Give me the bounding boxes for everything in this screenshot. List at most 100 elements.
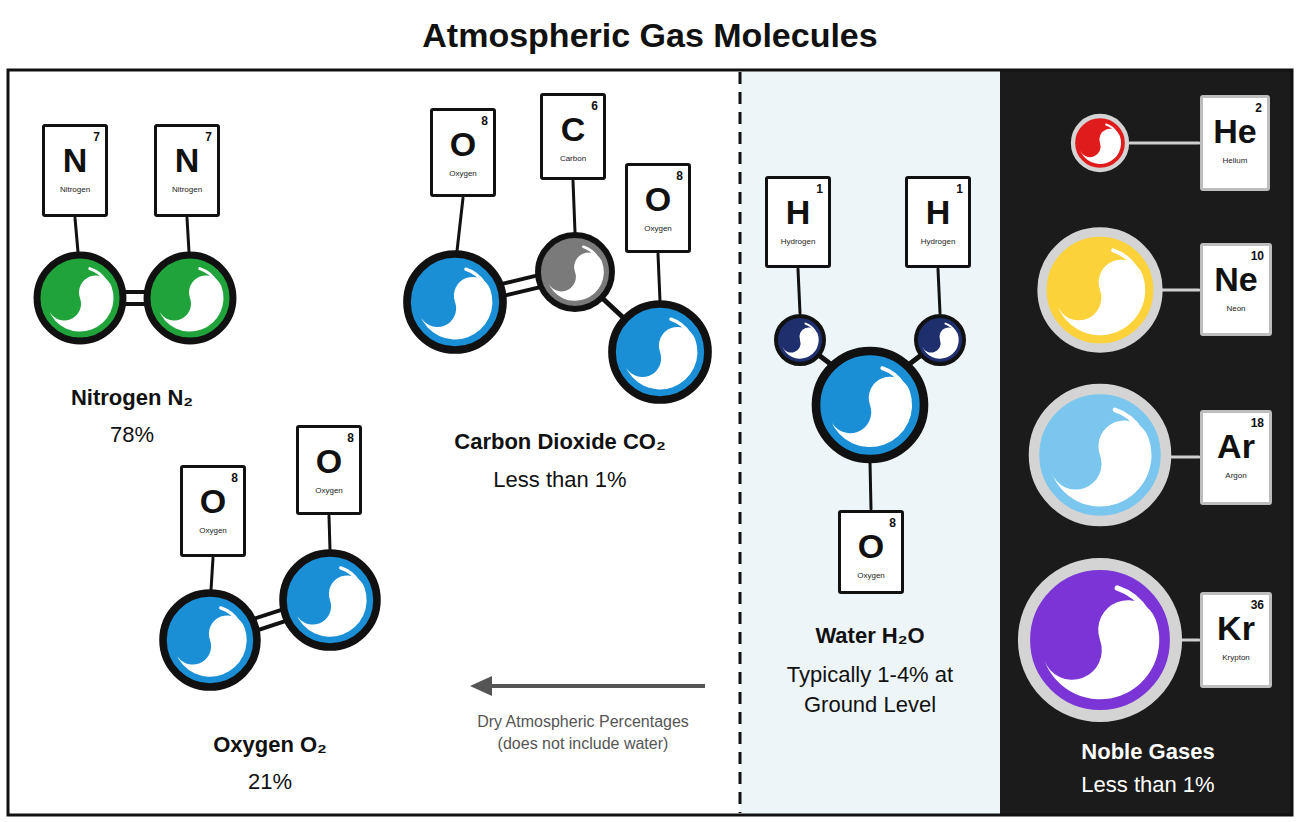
atom-body: [1024, 564, 1176, 716]
atomic-number: 8: [676, 169, 683, 183]
leader-line: [457, 198, 463, 251]
atom-swirl: [1050, 253, 1158, 348]
atomic-number: 7: [93, 130, 100, 144]
atom-highlight: [341, 568, 359, 582]
arrow-head: [470, 676, 492, 696]
element-symbol: O: [316, 444, 342, 478]
atomic-number: 7: [205, 130, 212, 144]
dashed-divider: [739, 72, 742, 813]
atom-highlight: [200, 269, 217, 282]
atomic-number: 6: [591, 99, 598, 113]
leader-line: [329, 516, 330, 550]
element-name: Helium: [1223, 157, 1248, 165]
atomic-number: 1: [956, 182, 963, 196]
atomic-number: 1: [816, 182, 823, 196]
group-label: Noble Gases: [1013, 738, 1283, 766]
element-card: 10NeNeon: [1200, 243, 1272, 336]
percentage: 78%: [32, 421, 232, 449]
element-card: 7N Nitrogen: [42, 124, 108, 217]
element-symbol: Kr: [1217, 611, 1255, 645]
atom-swirl: [289, 570, 377, 647]
element-symbol: H: [786, 195, 811, 229]
atom-highlight: [882, 368, 903, 385]
element-card: 2HeHelium: [1200, 95, 1270, 191]
atom-body: [37, 255, 123, 341]
formula-label: Oxygen O₂: [160, 731, 380, 759]
element-card: 6CCarbon: [540, 93, 606, 180]
atom: [147, 255, 233, 341]
leader-line: [75, 218, 78, 252]
atom: [776, 316, 824, 364]
leader-lines: [75, 143, 1199, 640]
element-symbol: He: [1213, 114, 1256, 148]
element-card: 8OOxygen: [625, 163, 691, 253]
atom-highlight: [1115, 410, 1141, 430]
element-card: 7NNitrogen: [154, 124, 220, 217]
atom: [1024, 564, 1176, 716]
noble-gas-panel: [1000, 70, 1292, 815]
atom: [916, 316, 964, 364]
element-name: Neon: [1226, 305, 1245, 313]
element-name: Oxygen: [644, 225, 672, 233]
leader-line: [938, 269, 940, 313]
formula-label: Carbon Dioxide CO₂: [400, 428, 720, 456]
element-name: Oxygen: [315, 487, 343, 495]
element-name: Hydrogen: [781, 238, 816, 246]
element-symbol: O: [450, 127, 476, 161]
leader-line: [187, 218, 189, 252]
atom-swirl: [543, 249, 612, 309]
atom-swirl: [1077, 126, 1127, 170]
atom-highlight: [1106, 125, 1116, 133]
leader-line: [1130, 142, 1199, 145]
atom-highlight: [466, 269, 485, 284]
atom-highlight: [1117, 588, 1146, 611]
atom-highlight: [221, 608, 239, 622]
atom-body: [612, 304, 708, 400]
element-card: 18ArArgon: [1200, 410, 1272, 505]
element-symbol: O: [200, 484, 226, 518]
element-name: Oxygen: [199, 527, 227, 535]
atom-swirl: [823, 371, 924, 459]
leader-line: [798, 269, 800, 313]
element-symbol: O: [858, 529, 884, 563]
percentage: Less than 1%: [440, 466, 680, 494]
atom-body: [1042, 232, 1158, 348]
element-card: 1H Hydrogen: [765, 176, 831, 268]
leader-line: [658, 254, 660, 301]
element-symbol: Ne: [1214, 262, 1257, 296]
element-symbol: N: [175, 143, 200, 177]
atom-swirl: [1043, 413, 1166, 521]
leader-line: [1169, 456, 1199, 459]
leader-line: [573, 181, 575, 232]
atom-highlight: [805, 324, 814, 331]
element-name: Carbon: [560, 155, 586, 163]
element-symbol: H: [926, 195, 951, 229]
atomic-number: 18: [1251, 416, 1264, 430]
atomic-number: 36: [1251, 598, 1264, 612]
atom-highlight: [90, 269, 107, 282]
element-card: 36KrKrypton: [1200, 592, 1272, 688]
atoms: [37, 116, 1176, 716]
atom: [407, 254, 503, 350]
title: Atmospheric Gas Molecules: [0, 16, 1300, 55]
atom-body: [916, 316, 964, 364]
atomic-number: 8: [347, 431, 354, 445]
atom: [37, 255, 123, 341]
atom: [1042, 232, 1158, 348]
atom-body: [1034, 389, 1166, 521]
atom-highlight: [671, 319, 690, 334]
element-card: 8OOxygen: [838, 510, 904, 594]
element-name: Argon: [1225, 472, 1246, 480]
bonds: [118, 275, 920, 633]
leader-line: [1161, 289, 1199, 292]
atom-highlight: [583, 247, 597, 258]
atom-body: [407, 254, 503, 350]
atom-body: [147, 255, 233, 341]
element-symbol: N: [63, 143, 88, 177]
atom-swirl: [779, 325, 824, 364]
frame: [8, 70, 1292, 815]
element-name: Nitrogen: [60, 186, 90, 194]
element-name: Krypton: [1222, 654, 1250, 662]
atom-body: [538, 235, 612, 309]
leader-line: [870, 462, 871, 509]
